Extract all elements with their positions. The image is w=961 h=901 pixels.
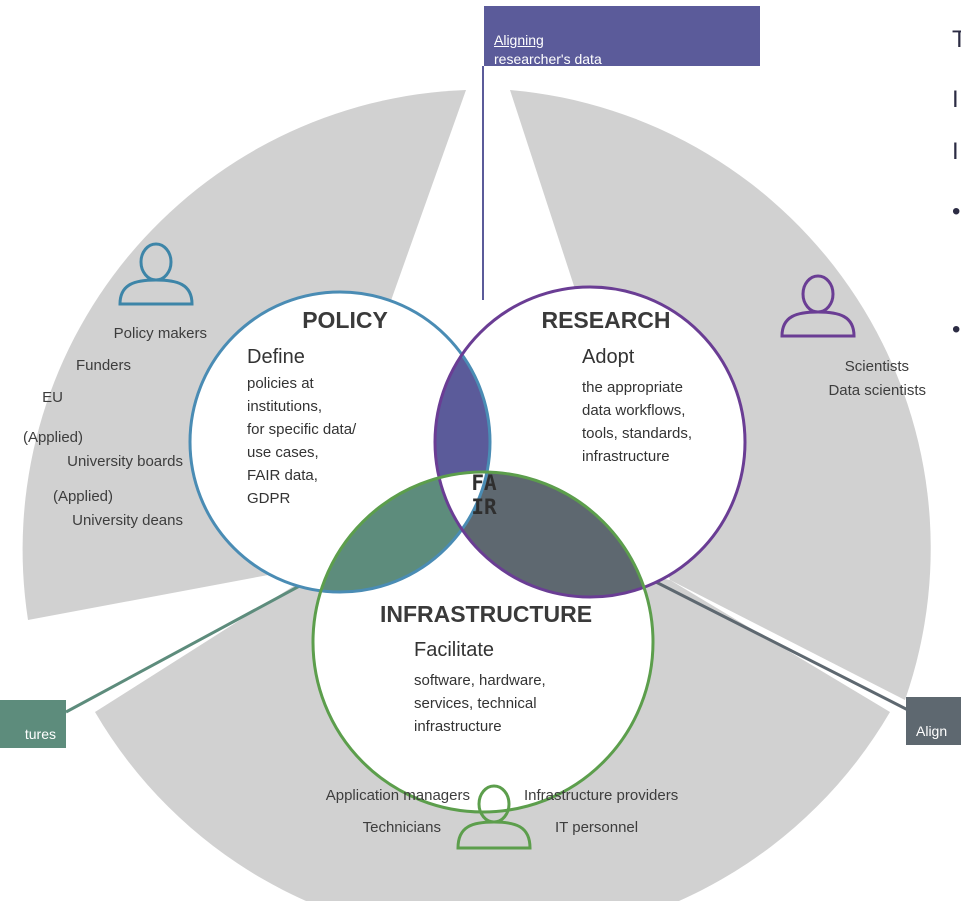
research-body-line: infrastructure <box>582 448 670 465</box>
circle-infrastructure-outline <box>311 470 655 814</box>
group-policy-label: Funders <box>76 357 131 374</box>
infrastructure-title: INFRASTRUCTURE <box>380 601 592 627</box>
cut-text: I <box>952 86 959 113</box>
policy-body-line: policies at <box>247 375 315 392</box>
research-body-line: tools, standards, <box>582 425 692 442</box>
group-policy-label: (Applied) <box>53 488 113 505</box>
group-infrastructure-label: Application managers <box>326 787 470 804</box>
policy-body-line: FAIR data, <box>247 467 318 484</box>
person-icon-policy <box>118 242 194 306</box>
group-infrastructure-label: Technicians <box>363 819 441 836</box>
callout-top-highlight: Aligning <box>494 32 544 48</box>
person-icon-research <box>780 274 856 338</box>
group-research-label: Data scientists <box>828 382 926 399</box>
policy-verb: Define <box>247 346 305 368</box>
policy-body-line: institutions, <box>247 398 322 415</box>
cut-text: I <box>952 138 959 165</box>
research-body-line: the appropriate <box>582 379 683 396</box>
callout-right: Align requ <box>906 697 961 745</box>
infrastructure-verb: Facilitate <box>414 639 494 661</box>
group-policy-label: EU <box>42 389 63 406</box>
research-title: RESEARCH <box>541 307 670 333</box>
callout-top: Aligning researcher's data handling and … <box>484 6 760 66</box>
group-policy-label: University boards <box>67 453 183 470</box>
group-policy-label: Policy makers <box>114 325 207 342</box>
callout-left: tures tures <box>0 700 66 748</box>
group-policy-label: (Applied) <box>23 429 83 446</box>
overlaps <box>313 292 653 597</box>
policy-title: POLICY <box>302 307 388 333</box>
policy-body-line: use cases, <box>247 444 319 461</box>
infrastructure-body-line: services, technical <box>414 695 537 712</box>
fair-label-line2: IR <box>471 495 497 519</box>
research-verb: Adopt <box>582 346 635 368</box>
policy-body-line: for specific data/ <box>247 421 357 438</box>
group-research-label: Scientists <box>845 358 909 375</box>
policy-body-line: GDPR <box>247 490 291 507</box>
circle-policy-outline <box>188 290 492 594</box>
circle-research-outline <box>433 285 747 599</box>
person-icon-infrastructure <box>456 784 532 850</box>
callout-top-text: researcher's data handling and data poli… <box>494 51 602 66</box>
group-infrastructure-label: Infrastructure providers <box>524 787 678 804</box>
callout-left-line: tures <box>24 726 56 742</box>
cut-bullet: • <box>952 198 961 225</box>
fair-label-line1: FA <box>471 471 497 495</box>
infrastructure-body-line: software, hardware, <box>414 672 546 689</box>
research-body-line: data workflows, <box>582 402 685 419</box>
callout-right-line: Align <box>916 723 948 739</box>
connector-left <box>65 574 319 714</box>
overlap-research-infrastructure <box>435 472 653 597</box>
cut-bullet: • <box>952 316 961 343</box>
group-infrastructure-label: IT personnel <box>555 819 638 836</box>
infrastructure-body-line: infrastructure <box>414 718 502 735</box>
connector-right <box>651 578 909 712</box>
group-policy-label: University deans <box>72 512 183 529</box>
cut-text: T <box>952 26 961 53</box>
overlap-policy-infrastructure <box>313 472 490 592</box>
